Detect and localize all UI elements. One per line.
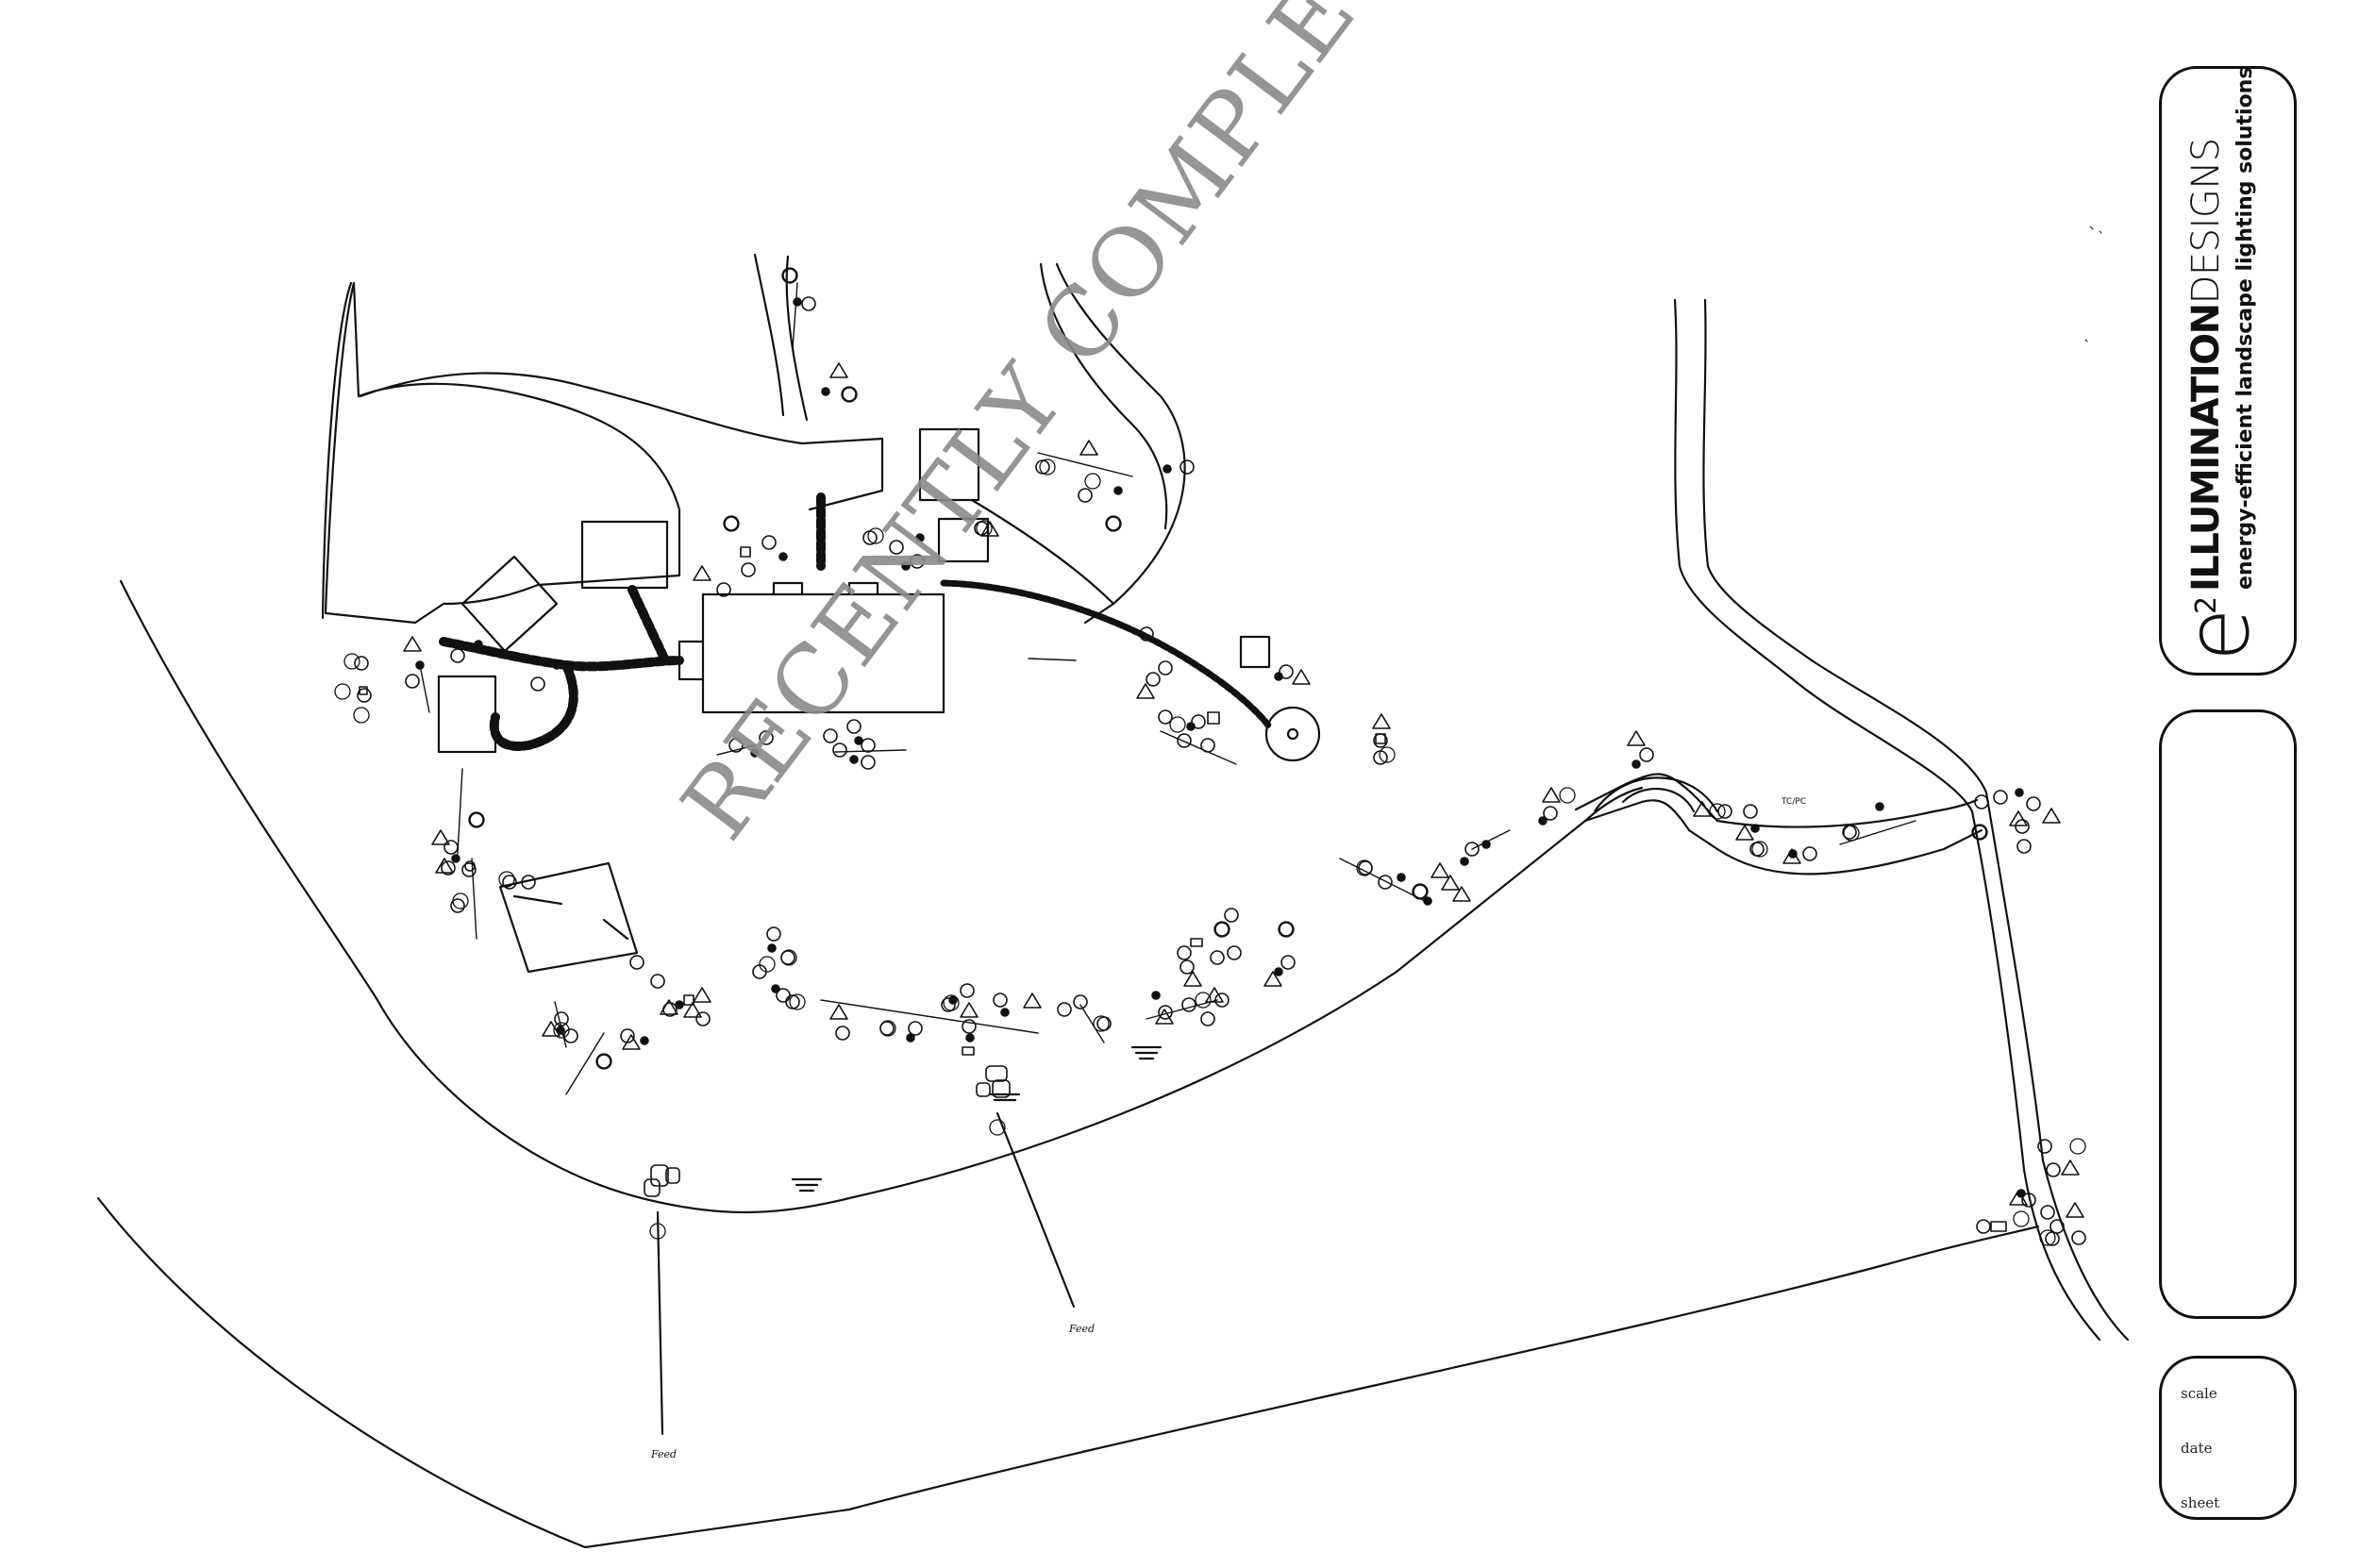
stone-path-loop xyxy=(489,660,578,751)
title-block-logo-panel: e 2 ILLUMINATIONDESIGNS energy-efficient… xyxy=(2159,66,2297,676)
cluster-center xyxy=(752,926,1042,1056)
outbuilding-1 xyxy=(580,520,669,590)
flagstones-pool xyxy=(644,1065,1011,1197)
cluster-west xyxy=(431,812,536,913)
feed-line-right xyxy=(995,1111,1076,1309)
main-drive-outer xyxy=(119,579,1644,1214)
title-block-notes-panel xyxy=(2159,709,2297,1319)
entrance-road-right xyxy=(1702,298,2130,1342)
cluster-south-house xyxy=(728,719,876,770)
steps-left xyxy=(791,1177,823,1193)
cluster-south-east xyxy=(1057,908,1296,1031)
fountain-outer xyxy=(1264,706,1321,762)
tc-pc-label: TC/PC xyxy=(1781,797,1806,807)
fountain-inner xyxy=(1286,727,1299,741)
cluster-entrance xyxy=(1972,788,2086,1246)
steps-bottom xyxy=(989,1093,1021,1102)
driveway-lane-top-2 xyxy=(785,255,809,422)
cluster-fountain xyxy=(1136,626,1311,753)
main-house-roof-notch xyxy=(772,581,879,596)
fixture-callouts xyxy=(334,267,2086,1246)
arch-lane-top xyxy=(1574,773,1719,823)
feed-line-left xyxy=(656,1210,664,1436)
lane-right xyxy=(1715,798,1979,828)
brand-tagline: energy-efficient landscape lighting solu… xyxy=(2234,66,2257,590)
drive-right-lane xyxy=(970,498,1115,606)
scale-label: scale xyxy=(2181,1385,2217,1402)
outbuilding-2 xyxy=(460,555,559,653)
cluster-garage xyxy=(1035,440,1195,531)
driveway-lane-top xyxy=(753,253,785,417)
outbuilding-5 xyxy=(1239,635,1271,669)
main-house xyxy=(701,592,945,714)
driveway-edge-outer xyxy=(321,281,353,620)
feed-label-left: Feed xyxy=(650,1448,677,1460)
driveway-loop xyxy=(359,372,884,511)
main-drive-bottom xyxy=(96,1196,2040,1549)
brand-bold: ILLUMINATION xyxy=(2184,304,2228,592)
drive-right-branch xyxy=(1039,262,1168,530)
feed-label-right: Feed xyxy=(1068,1323,1095,1335)
sheet-label: sheet xyxy=(2181,1494,2220,1511)
cluster-house-left xyxy=(354,636,561,703)
cluster-house-front xyxy=(693,516,999,597)
brand-name: ILLUMINATIONDESIGNS xyxy=(2184,138,2228,592)
entrance-road-left xyxy=(1673,298,2101,1342)
cluster-top-center xyxy=(782,268,857,402)
arch-top xyxy=(1593,776,1719,813)
arch-inner xyxy=(1621,787,1696,813)
logo-e-mark: e xyxy=(2167,608,2268,661)
title-block-info-panel: scale date sheet xyxy=(2159,1356,2297,1520)
garage-left xyxy=(437,675,497,754)
outbuilding-4 xyxy=(937,517,990,563)
paver-walkway xyxy=(940,579,1273,730)
corner-specks xyxy=(2084,225,2102,342)
logo-rotated-group: e 2 ILLUMINATIONDESIGNS energy-efficient… xyxy=(2162,66,2294,673)
steps-right xyxy=(1130,1045,1163,1060)
drive-right-branch-2 xyxy=(1055,262,1186,625)
stone-path-diag xyxy=(627,585,670,665)
cluster-east xyxy=(1372,713,1391,765)
pool-house-diagonal xyxy=(512,894,629,941)
pool-house xyxy=(498,861,639,974)
driveway-edge-left xyxy=(324,281,681,625)
cluster-lane xyxy=(1358,730,1884,906)
leader-lines xyxy=(419,282,1916,1095)
arch-lane-bottom xyxy=(1583,799,1983,876)
brand-light: DESIGNS xyxy=(2184,138,2228,305)
outbuilding-3 xyxy=(918,427,980,502)
cluster-pool xyxy=(542,955,711,1069)
logo-superscript: 2 xyxy=(2190,595,2223,614)
date-label: date xyxy=(2181,1440,2213,1457)
